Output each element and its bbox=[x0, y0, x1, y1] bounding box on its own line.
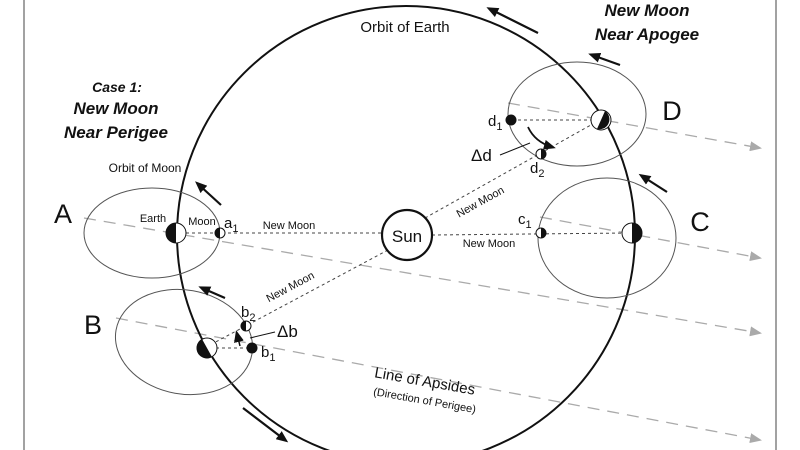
apsides-line-d bbox=[507, 102, 762, 152]
earth-a bbox=[165, 222, 187, 244]
sun-label: Sun bbox=[392, 227, 422, 246]
moon-b2 bbox=[240, 320, 252, 332]
new-moon-line-d bbox=[424, 120, 599, 219]
moon-orbit-d bbox=[507, 61, 647, 167]
moon-label-a1: a1 bbox=[224, 215, 238, 235]
moon-motion-arrow-c bbox=[638, 173, 668, 193]
moon-d1 bbox=[505, 114, 517, 126]
new-moon-line-c bbox=[431, 232, 629, 236]
delta-b-label: Δb bbox=[277, 322, 298, 341]
moon-a1 bbox=[214, 227, 226, 239]
title-left-line1: New Moon bbox=[74, 99, 159, 118]
moon-motion-arrow-a bbox=[195, 181, 222, 206]
sun bbox=[380, 208, 434, 262]
title-left-line2: Near Perigee bbox=[64, 123, 168, 142]
apsides-line-c bbox=[539, 216, 762, 262]
delta-d-label: Δd bbox=[471, 146, 492, 165]
new-moon-label-c: New Moon bbox=[463, 238, 516, 250]
moon-orbit-label: Orbit of Moon bbox=[109, 161, 182, 175]
moon-label-d2: d2 bbox=[530, 160, 544, 180]
new-moon-label-d: New Moon bbox=[455, 184, 507, 220]
earth-motion-arrow-top bbox=[486, 7, 539, 34]
moon-label: Moon bbox=[188, 216, 216, 228]
moon-label-b1: b1 bbox=[261, 344, 275, 364]
position-b: B bbox=[84, 310, 102, 340]
moon-c1 bbox=[535, 227, 547, 239]
moon-motion-arrow-d bbox=[588, 52, 621, 67]
delta-b-pointer bbox=[249, 331, 276, 339]
earth-d bbox=[590, 109, 612, 131]
earth-b bbox=[196, 337, 218, 359]
moon-b1 bbox=[246, 342, 258, 354]
apsides-line-a bbox=[83, 217, 762, 337]
moon-orbit-c bbox=[537, 177, 677, 299]
case-label: Case 1: bbox=[92, 79, 142, 95]
moon-label-b2: b2 bbox=[241, 304, 255, 324]
new-moon-label-a: New Moon bbox=[263, 220, 316, 232]
earth-label: Earth bbox=[140, 213, 166, 225]
position-d: D bbox=[662, 96, 682, 126]
delta-b-arrow bbox=[234, 330, 244, 347]
moon-orbit-b bbox=[114, 288, 254, 396]
moon-label-d1: d1 bbox=[488, 113, 502, 133]
moon-d2 bbox=[535, 148, 547, 160]
position-a: A bbox=[54, 199, 72, 229]
title-right-line2: Near Apogee bbox=[595, 25, 699, 44]
title-right-line1: New Moon bbox=[605, 1, 690, 20]
delta-d-pointer bbox=[499, 142, 531, 156]
delta-d-arrow bbox=[527, 126, 556, 150]
moon-motion-arrow-b bbox=[198, 286, 226, 300]
moon-label-c1: c1 bbox=[518, 211, 532, 231]
earth-orbit-label: Orbit of Earth bbox=[360, 19, 449, 36]
earth-motion-arrow-bottom bbox=[242, 407, 289, 443]
new-moon-label-b: New Moon bbox=[265, 270, 317, 305]
new-moon-line-b bbox=[209, 249, 389, 346]
earth-c bbox=[621, 222, 643, 244]
position-c: C bbox=[690, 207, 710, 237]
